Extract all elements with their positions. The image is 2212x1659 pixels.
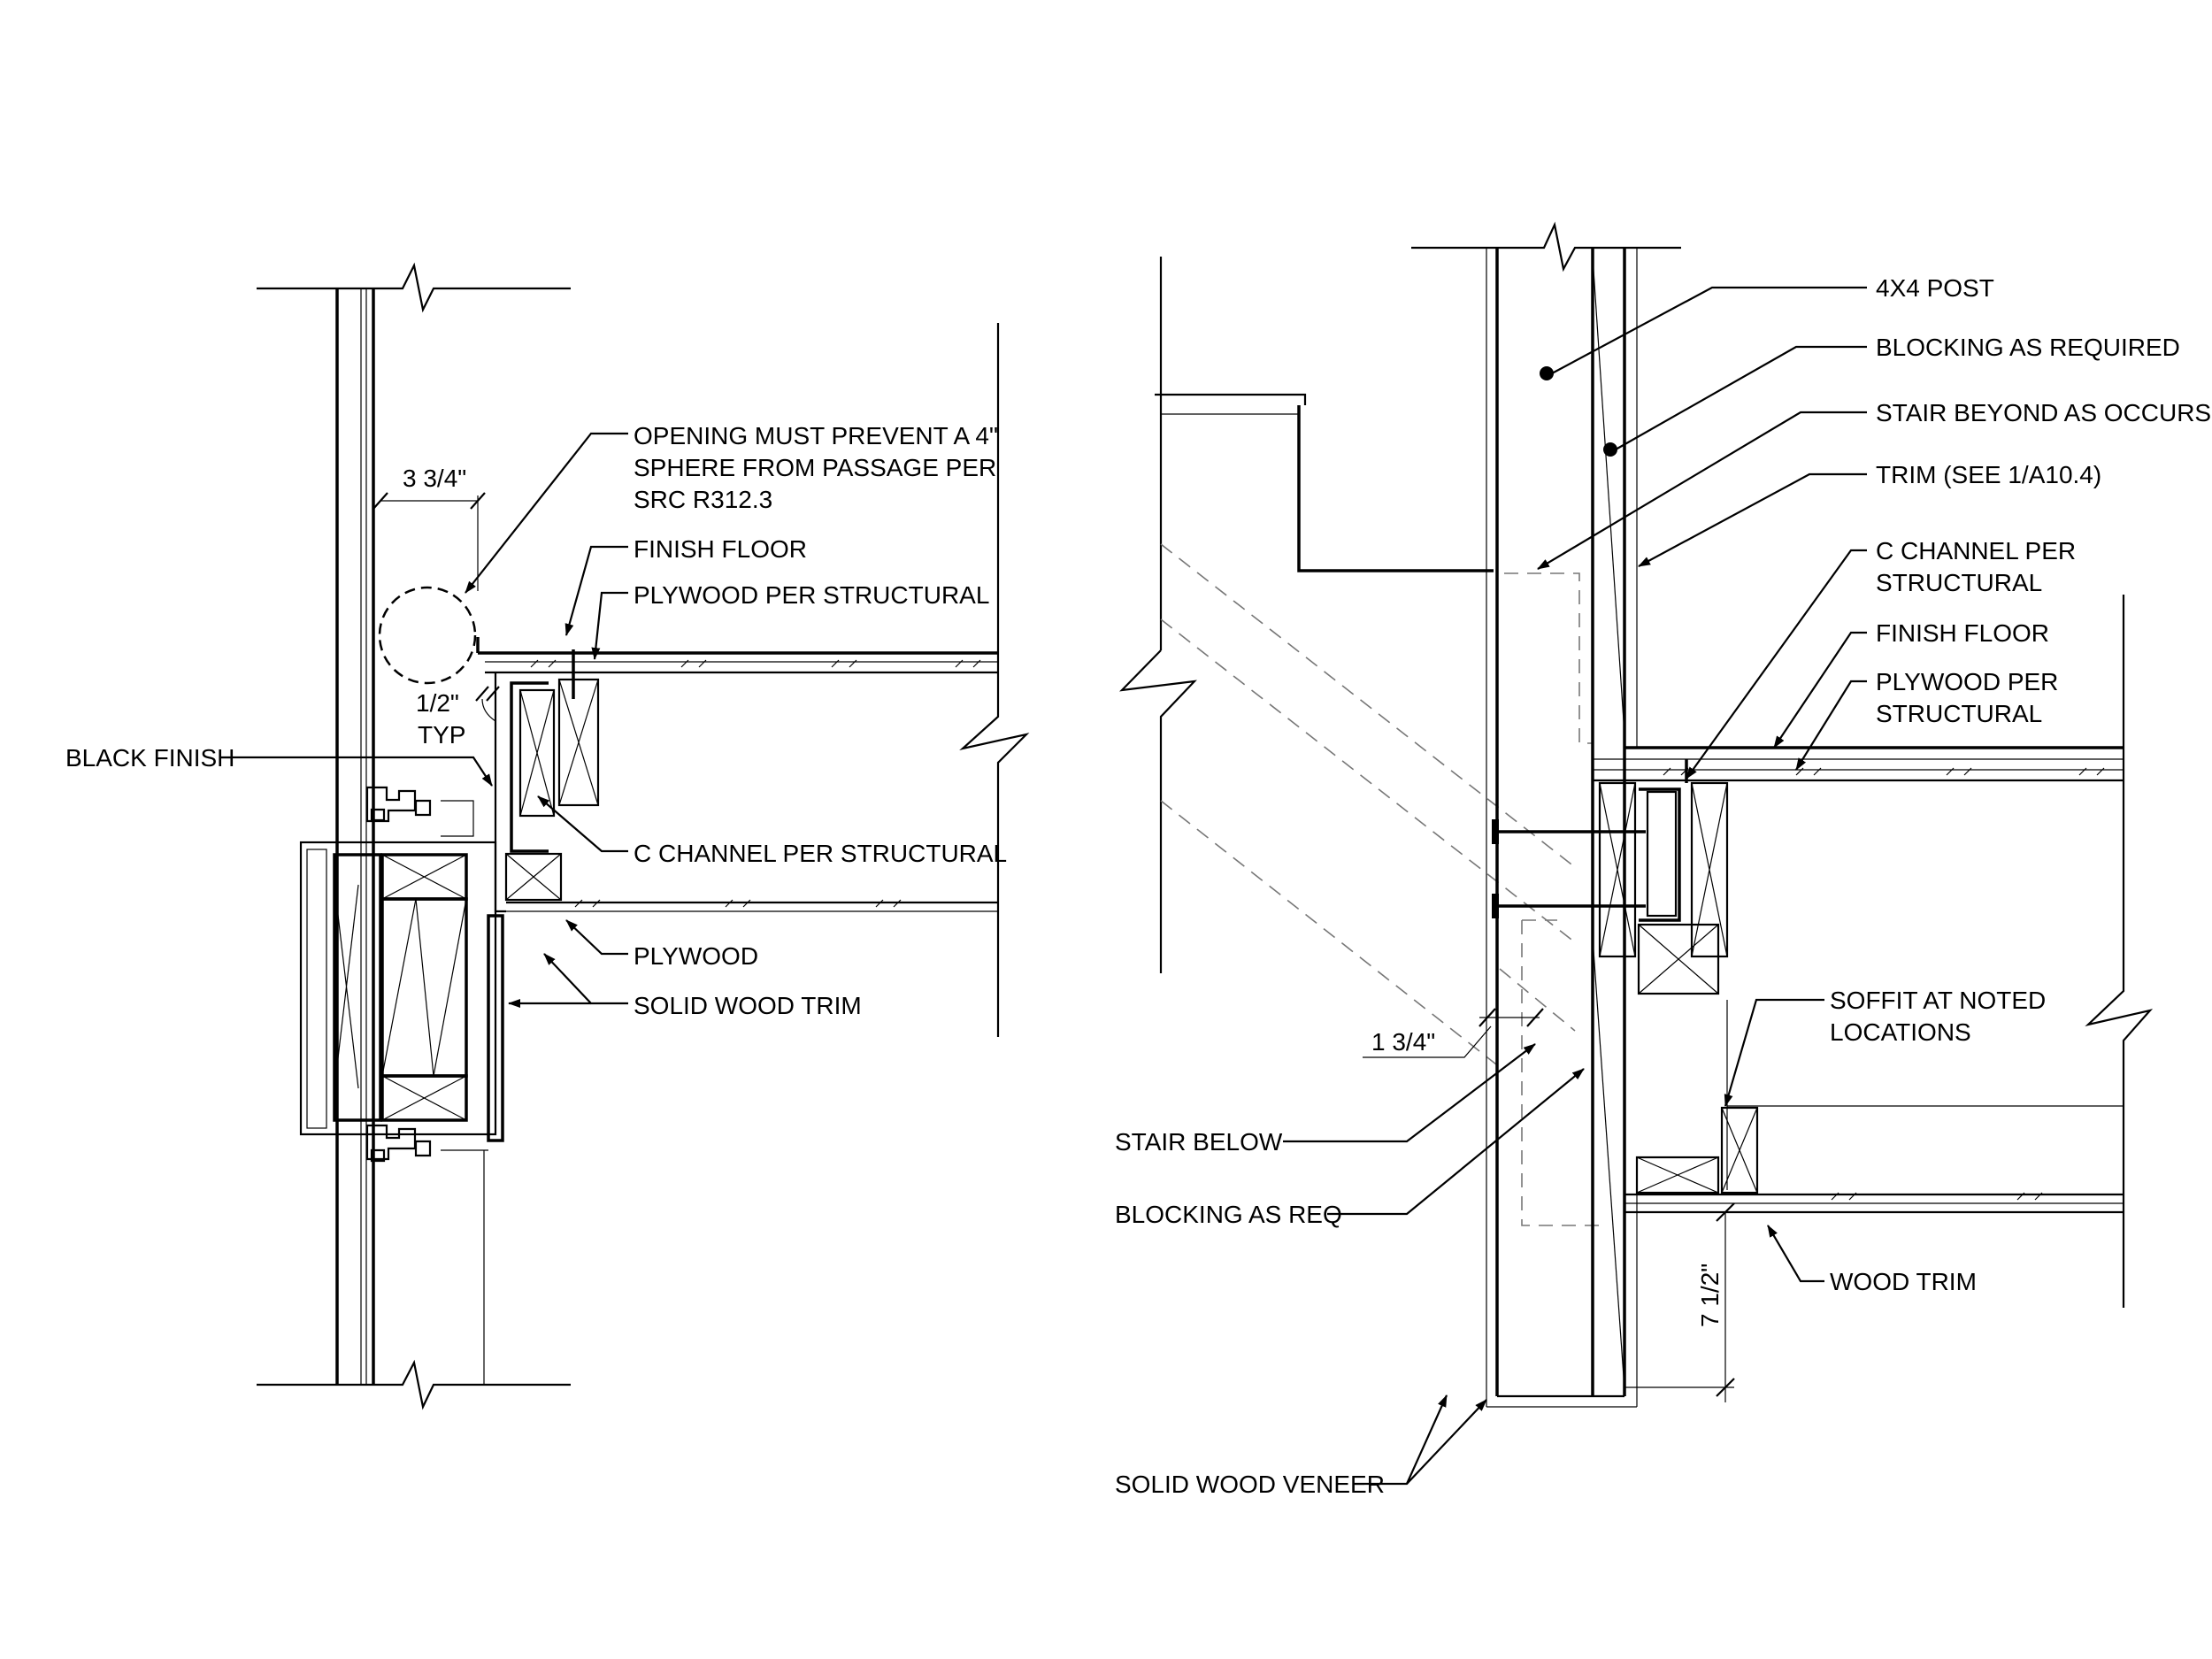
dim-reveal — [475, 686, 500, 722]
note-post: 4X4 POST — [1876, 274, 1994, 302]
left-detail: OPENING MUST PREVENT A 4" SPHERE FROM PA… — [65, 262, 1030, 1410]
note-plywood-left: PLYWOOD — [634, 942, 758, 970]
dim-sphere-gap — [373, 492, 486, 591]
c-channel-left — [504, 681, 563, 902]
dim-text-trim-height: 7 1/2" — [1696, 1263, 1724, 1327]
c-channel-bolts — [1492, 819, 1646, 918]
joist-blocking — [557, 649, 600, 807]
post-bullet — [1540, 366, 1554, 380]
note-blocking-required: BLOCKING AS REQUIRED — [1876, 334, 2180, 361]
note-trim-ref: TRIM (SEE 1/A10.4) — [1876, 461, 2101, 488]
c-channel-right — [1598, 781, 1729, 995]
note-plywood-right-1: PLYWOOD PER — [1876, 668, 2058, 695]
break-line-right-right — [2085, 595, 2154, 1308]
stair-beyond-outline — [1119, 257, 1494, 973]
note-stair-below: STAIR BELOW — [1115, 1128, 1283, 1156]
note-opening-line1: OPENING MUST PREVENT A 4" — [634, 422, 998, 449]
note-solid-wood-veneer: SOLID WOOD VENEER — [1115, 1471, 1385, 1498]
right-leaders — [1283, 286, 1867, 1486]
right-detail: 4X4 POST BLOCKING AS REQUIRED STAIR BEYO… — [1115, 221, 2211, 1498]
break-line-right-left — [959, 323, 1030, 1037]
left-leaders — [221, 432, 628, 1008]
note-soffit-1: SOFFIT AT NOTED — [1830, 987, 2046, 1014]
floor-assembly-upper — [476, 637, 998, 674]
note-wood-trim: WOOD TRIM — [1830, 1268, 1977, 1295]
wall-assembly — [335, 288, 485, 1385]
note-opening-line3: SRC R312.3 — [634, 486, 772, 513]
dim-stair-offset — [1363, 1008, 1544, 1058]
blocking-bullet — [1603, 442, 1617, 457]
dim-text-reveal: 1/2" — [416, 689, 459, 717]
note-finish-floor-right: FINISH FLOOR — [1876, 619, 2049, 647]
dim-text-sphere-gap: 3 3/4" — [403, 465, 466, 492]
test-sphere-circle — [378, 586, 477, 685]
dim-trim-height — [1624, 1202, 1735, 1402]
note-c-channel-left: C CHANNEL PER STRUCTURAL — [634, 840, 1007, 867]
note-black-finish: BLACK FINISH — [65, 744, 234, 772]
note-plywood-right-2: STRUCTURAL — [1876, 700, 2042, 727]
note-soffit-2: LOCATIONS — [1830, 1018, 1971, 1046]
soffit-assembly — [1624, 1000, 2124, 1214]
note-plywood-per-structural-left: PLYWOOD PER STRUCTURAL — [634, 581, 989, 609]
dim-text-reveal-typ: TYP — [418, 721, 465, 749]
break-line-bottom-left — [257, 1359, 571, 1410]
note-solid-wood-trim: SOLID WOOD TRIM — [634, 992, 862, 1019]
note-opening-line2: SPHERE FROM PASSAGE PER — [634, 454, 996, 481]
stair-below-dashed — [1160, 543, 1600, 1226]
black-finish-face — [494, 672, 506, 913]
note-c-channel-right-2: STRUCTURAL — [1876, 569, 2042, 596]
note-stair-beyond: STAIR BEYOND AS OCCURS — [1876, 399, 2211, 426]
floor-assembly-right — [1593, 746, 2124, 783]
break-line-top-left — [257, 262, 571, 313]
note-blocking-req: BLOCKING AS REQ — [1115, 1201, 1342, 1228]
floor-assembly-lower — [506, 899, 998, 912]
window-frame — [299, 786, 504, 1163]
dim-text-stair-offset: 1 3/4" — [1371, 1028, 1435, 1056]
post-4x4 — [1486, 248, 1638, 1408]
note-c-channel-right-1: C CHANNEL PER — [1876, 537, 2076, 565]
note-finish-floor-left: FINISH FLOOR — [634, 535, 807, 563]
break-line-top-right — [1411, 221, 1681, 273]
